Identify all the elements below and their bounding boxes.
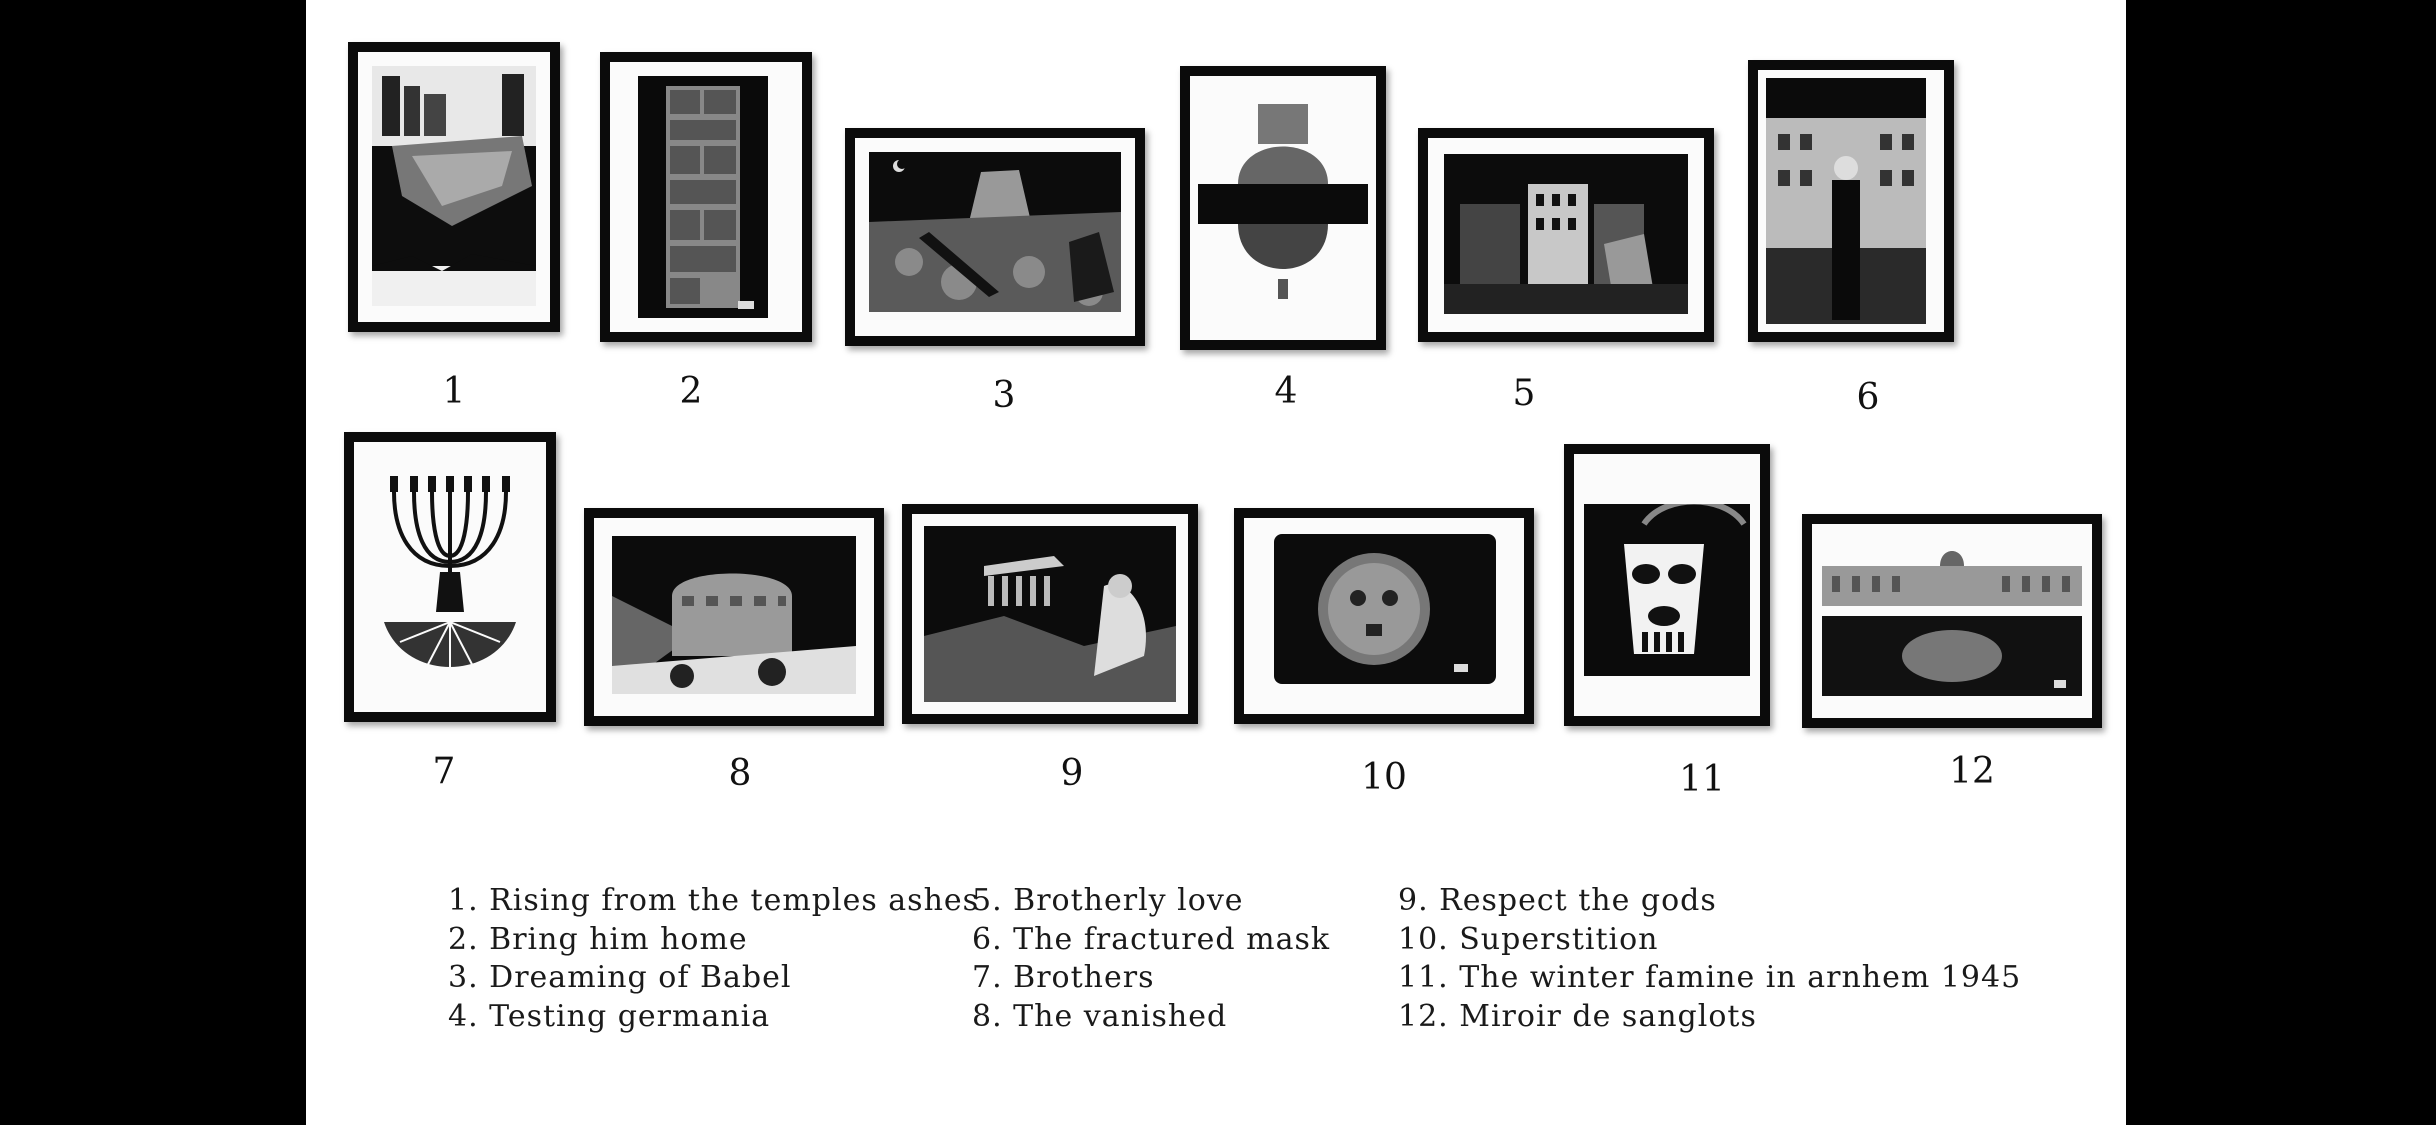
artwork-number-6: 6 [1856,377,1880,418]
artwork-frame-7[interactable] [344,432,556,722]
gallery-sheet: 1 2 [306,0,2126,1125]
artwork-frame-5[interactable] [1418,128,1714,342]
caption-10: 10. Superstition [1398,921,1659,957]
caption-3: 3. Dreaming of Babel [448,960,792,995]
babel-tower-artwork [869,152,1121,312]
artwork-number-1: 1 [442,371,466,412]
artwork-number-7: 7 [432,751,456,792]
artwork-frame-12[interactable] [1802,514,2102,728]
artwork-number-3: 3 [992,375,1016,416]
stone-wall-artwork [638,76,768,318]
caption-1: 1. Rising from the temples ashes [448,883,980,918]
caption-5: 5. Brotherly love [972,883,1244,918]
caption-7: 7. Brothers [972,960,1155,995]
city-rock-artwork [372,66,536,306]
caption-2: 2. Bring him home [448,921,748,957]
stone-face-disc-artwork [1274,534,1496,684]
artwork-frame-11[interactable] [1564,444,1770,726]
dome-reflection-artwork [1198,84,1368,332]
caption-column-3: 9. Respect the gods 10. Superstition 11.… [1398,882,2021,1036]
artwork-number-4: 4 [1274,371,1298,412]
bridge-skull-face-artwork [1584,504,1750,676]
artwork-frame-4[interactable] [1180,66,1386,350]
artwork-frame-10[interactable] [1234,508,1534,724]
parthenon-figure-artwork [924,526,1176,702]
artwork-frame-6[interactable] [1748,60,1954,342]
caption-8: 8. The vanished [972,998,1228,1034]
artwork-number-12: 12 [1949,751,1995,792]
artwork-number-2: 2 [679,371,703,412]
caption-11: 11. The winter famine in arnhem 1945 [1398,960,2022,995]
artwork-number-11: 11 [1679,759,1725,800]
artwork-number-9: 9 [1060,753,1084,794]
caption-column-2: 5. Brotherly love 6. The fractured mask … [972,882,1330,1036]
palace-reflected-face-artwork [1822,536,2082,706]
artwork-number-5: 5 [1512,373,1536,414]
artwork-frame-3[interactable] [845,128,1145,346]
caption-4: 4. Testing germania [448,998,771,1034]
artwork-frame-8[interactable] [584,508,884,726]
artwork-frame-2[interactable] [600,52,812,342]
caption-column-1: 1. Rising from the temples ashes 2. Brin… [448,882,979,1036]
round-fortress-artwork [612,536,856,694]
menorah-tree-artwork [364,452,536,702]
artwork-frame-9[interactable] [902,504,1198,724]
artwork-frame-1[interactable] [348,42,560,332]
artwork-number-10: 10 [1361,757,1407,798]
caption-9: 9. Respect the gods [1398,883,1717,918]
artwork-number-8: 8 [728,753,752,794]
venice-canal-artwork [1444,154,1688,314]
man-in-front-of-building-artwork [1766,78,1926,324]
caption-6: 6. The fractured mask [972,921,1331,957]
caption-12: 12. Miroir de sanglots [1398,998,1757,1034]
